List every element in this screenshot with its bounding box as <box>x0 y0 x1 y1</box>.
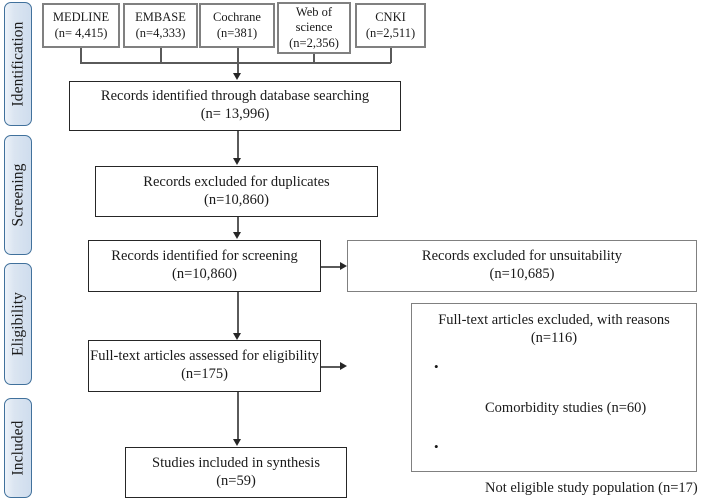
connector-merge-bar <box>80 62 391 64</box>
box-fulltext-excluded-reasons: Full-text articles excluded, with reason… <box>411 303 698 496</box>
connector-medline-stub <box>80 48 82 63</box>
connector-screening-to-unsuitable <box>321 266 340 268</box>
connector-duplicates-to-screening <box>237 217 239 233</box>
box-label: Full-text articles assessed for eligibil… <box>90 348 319 365</box>
connector-eligibility-to-excluded <box>321 366 340 368</box>
box-fulltext-assessed: Full-text articles assessed for eligibil… <box>88 340 321 392</box>
stage-label-text: Screening <box>9 163 27 227</box>
arrow-right-icon <box>340 262 347 270</box>
source-name: MEDLINE <box>52 10 110 25</box>
source-box-web-of-science: Web of science (n=2,356) <box>277 2 351 54</box>
list-item: • Comorbidity studies (n=60) <box>412 358 696 438</box>
box-label: Records identified for screening <box>111 248 298 265</box>
source-count: (n=2,356) <box>289 35 339 50</box>
connector-cnki-stub <box>390 48 392 63</box>
box-studies-included: Studies included in synthesis (n=59) <box>125 447 347 498</box>
source-box-cnki: CNKI (n=2,511) <box>355 3 426 48</box>
arrow-down-icon <box>233 333 241 340</box>
bullet-icon: • <box>434 439 439 455</box>
list-item-label: Not eligible study population (n=17) <box>485 480 698 497</box>
arrow-down-icon <box>233 439 241 446</box>
stage-label-text: Included <box>9 420 27 476</box>
stage-label-text: Eligibility <box>9 292 27 356</box>
source-count: (n=4,333) <box>135 25 186 40</box>
source-count: (n= 4,415) <box>54 25 108 40</box>
arrow-down-icon <box>233 73 241 80</box>
connector-embase-stub <box>160 48 162 63</box>
excluded-heading: Full-text articles excluded, with reason… <box>412 312 696 347</box>
box-label: Records identified through database sear… <box>100 88 370 105</box>
source-box-embase: EMBASE (n=4,333) <box>123 3 198 48</box>
source-name: Web of <box>295 5 333 20</box>
box-count: (n=10,860) <box>172 266 237 282</box>
connector-cochrane-stub <box>237 48 239 63</box>
arrow-right-icon <box>340 362 347 370</box>
arrow-down-icon <box>233 232 241 239</box>
source-box-medline: MEDLINE (n= 4,415) <box>42 3 120 48</box>
excluded-count: (n=116) <box>530 329 578 346</box>
connector-wos-stub <box>313 54 315 63</box>
box-count: (n= 13,996) <box>200 106 270 122</box>
box-records-identified-screening: Records identified for screening (n=10,8… <box>88 240 321 292</box>
arrow-down-icon <box>233 158 241 165</box>
box-records-excluded-duplicates: Records excluded for duplicates (n=10,86… <box>95 166 378 217</box>
stage-label-text: Identification <box>9 21 27 107</box>
excluded-label: Full-text articles excluded, with reason… <box>438 312 670 328</box>
box-label: Records excluded for duplicates <box>143 173 330 190</box>
bullet-icon: • <box>434 359 439 375</box>
connector-eligibility-to-included <box>237 392 239 440</box>
box-count: (n=10,685) <box>489 266 555 282</box>
source-name: Cochrane <box>213 10 261 25</box>
stage-label-eligibility: Eligibility <box>4 263 32 385</box>
connector-screening-to-eligibility <box>237 292 239 334</box>
box-label: Studies included in synthesis <box>152 454 320 471</box>
excluded-reasons-list: • Comorbidity studies (n=60) • Not eligi… <box>412 358 698 501</box>
box-records-excluded-unsuitability: Records excluded for unsuitability (n=10… <box>347 240 697 292</box>
source-box-cochrane: Cochrane (n=381) <box>199 3 275 48</box>
box-label: Records excluded for unsuitability <box>421 248 623 265</box>
connector-merge-to-identified <box>237 62 239 74</box>
source-count: (n=381) <box>216 25 258 40</box>
source-count: (n=2,511) <box>365 25 416 40</box>
stage-label-included: Included <box>4 398 32 498</box>
source-name: EMBASE <box>135 10 186 25</box>
box-count: (n=59) <box>216 472 256 489</box>
source-name: CNKI <box>375 10 406 25</box>
box-count: (n=10,860) <box>204 191 269 208</box>
stage-label-screening: Screening <box>4 135 32 255</box>
stage-label-identification: Identification <box>4 2 32 126</box>
list-item: • Not eligible study population (n=17) <box>412 438 698 501</box>
list-item-label: Comorbidity studies (n=60) <box>485 400 647 417</box>
box-records-identified: Records identified through database sear… <box>69 81 401 131</box>
connector-identified-to-duplicates <box>237 131 239 159</box>
source-name-second: science <box>295 20 333 35</box>
box-count: (n=175) <box>181 366 228 382</box>
